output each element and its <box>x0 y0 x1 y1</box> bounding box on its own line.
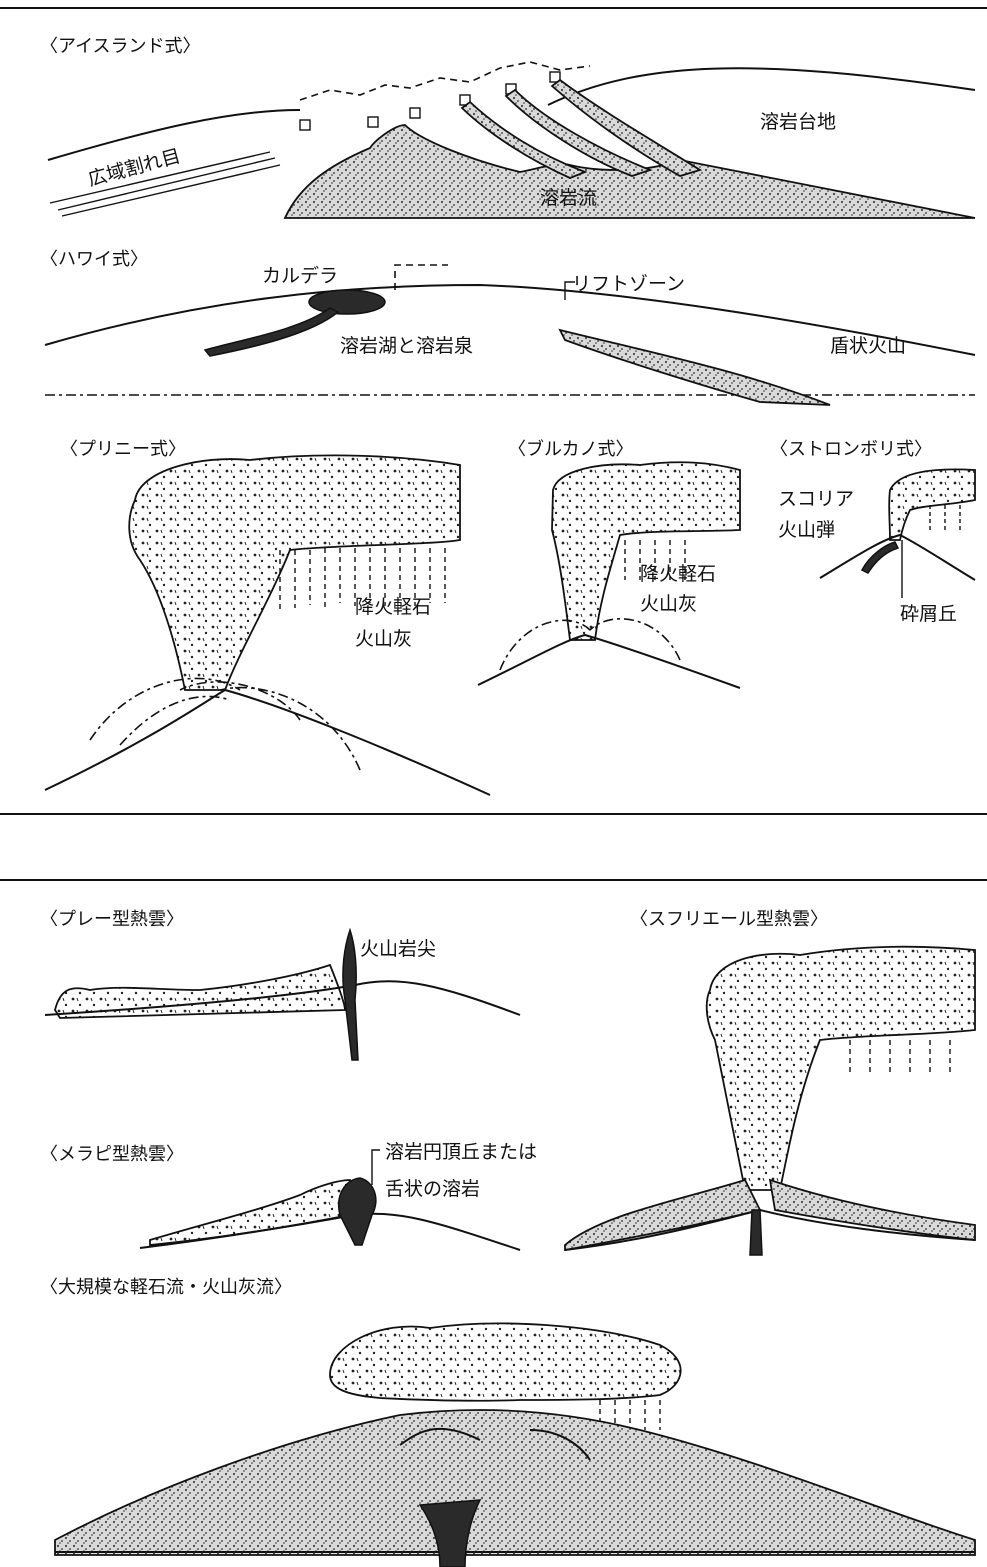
soufriere-fallout <box>850 1040 950 1075</box>
plinian-title: 〈プリニー式〉 <box>60 439 186 460</box>
strombolian-cone-label: 砕屑丘 <box>900 603 957 625</box>
plinian-ballistics <box>90 678 360 770</box>
soufriere-title: 〈スフリエール型熱雲〉 <box>630 909 828 930</box>
iceland-title: 〈アイスランド式〉 <box>40 36 201 57</box>
vent-3 <box>410 108 420 118</box>
lava-lake <box>309 290 385 314</box>
rift-flow <box>560 330 830 405</box>
large-flow-panel: 〈大規模な軽石流・火山灰流〉 <box>40 1277 975 1567</box>
strombolian-fallout <box>930 505 960 530</box>
iceland-plateau-label: 溶岩台地 <box>760 111 836 133</box>
vent-1 <box>300 120 310 130</box>
plinian-panel: 〈プリニー式〉 降火軽石 火山灰 <box>45 439 490 795</box>
plinian-pumice-label: 降火軽石 <box>355 596 431 618</box>
merapi-dome-label-1: 溶岩円頂丘または <box>385 1141 537 1163</box>
plinian-cone <box>45 690 490 795</box>
merapi-pointer <box>372 1150 380 1185</box>
pelee-nuee <box>55 965 345 1018</box>
strombolian-bomb-label: 火山弾 <box>778 519 835 541</box>
iceland-flow-label: 溶岩流 <box>540 187 597 209</box>
iceland-panel: 〈アイスランド式〉 溶岩台地 広域割れ目 溶岩流 <box>40 36 975 218</box>
strombolian-panel: 〈ストロンボリ式〉 スコリア 火山弾 砕屑丘 <box>770 439 975 625</box>
hawaii-caldera-label: カルデラ <box>262 265 338 287</box>
large-flow-cloud <box>330 1323 681 1400</box>
merapi-title: 〈メラピ型熱雲〉 <box>40 1144 184 1165</box>
vulcanian-cone <box>478 635 740 688</box>
vulcanian-ash-label: 火山灰 <box>640 593 697 615</box>
merapi-panel: 〈メラピ型熱雲〉 溶岩円頂丘または 舌状の溶岩 <box>40 1141 537 1250</box>
fountain-dashes <box>300 62 590 100</box>
large-flow-title: 〈大規模な軽石流・火山灰流〉 <box>40 1277 292 1298</box>
soufriere-conduit <box>750 1210 762 1255</box>
vent-2 <box>368 117 378 127</box>
strombolian-cone <box>820 535 975 580</box>
plinian-ash-label: 火山灰 <box>355 628 412 650</box>
vulcanian-title: 〈ブルカノ式〉 <box>508 438 633 460</box>
hawaii-left-flow <box>205 308 338 356</box>
strombolian-scoria-label: スコリア <box>778 488 854 510</box>
large-flow-deposit <box>55 1410 975 1555</box>
merapi-nuee <box>150 1180 355 1245</box>
merapi-dome <box>339 1178 376 1245</box>
hawaii-panel: 〈ハワイ式〉 カルデラ リフトゾーン 溶岩湖と溶岩泉 盾状火山 <box>40 249 975 405</box>
vulcanian-pumice-label: 降火軽石 <box>640 563 716 585</box>
hawaii-shield-label: 盾状火山 <box>830 335 906 357</box>
soufriere-left-flow <box>565 1180 760 1250</box>
strombolian-column <box>889 469 975 540</box>
merapi-dome-label-2: 舌状の溶岩 <box>385 1178 480 1200</box>
soufriere-panel: 〈スフリエール型熱雲〉 <box>565 909 975 1255</box>
hawaii-title: 〈ハワイ式〉 <box>40 249 148 270</box>
pelee-spine <box>343 930 358 1060</box>
pelee-spine-label: 火山岩尖 <box>360 938 436 960</box>
strombolian-bomb <box>862 542 898 573</box>
pelee-title: 〈プレー型熱雲〉 <box>40 909 184 930</box>
hawaii-rift-label: リフトゾーン <box>572 273 685 295</box>
plateau-surface <box>548 68 975 105</box>
vulcanian-panel: 〈ブルカノ式〉 降火軽石 火山灰 <box>478 438 740 688</box>
soufriere-column <box>707 947 975 1190</box>
hawaii-lake-label: 溶岩湖と溶岩泉 <box>340 335 473 357</box>
strombolian-title: 〈ストロンボリ式〉 <box>770 439 932 460</box>
pelee-panel: 〈プレー型熱雲〉 火山岩尖 <box>40 909 520 1060</box>
